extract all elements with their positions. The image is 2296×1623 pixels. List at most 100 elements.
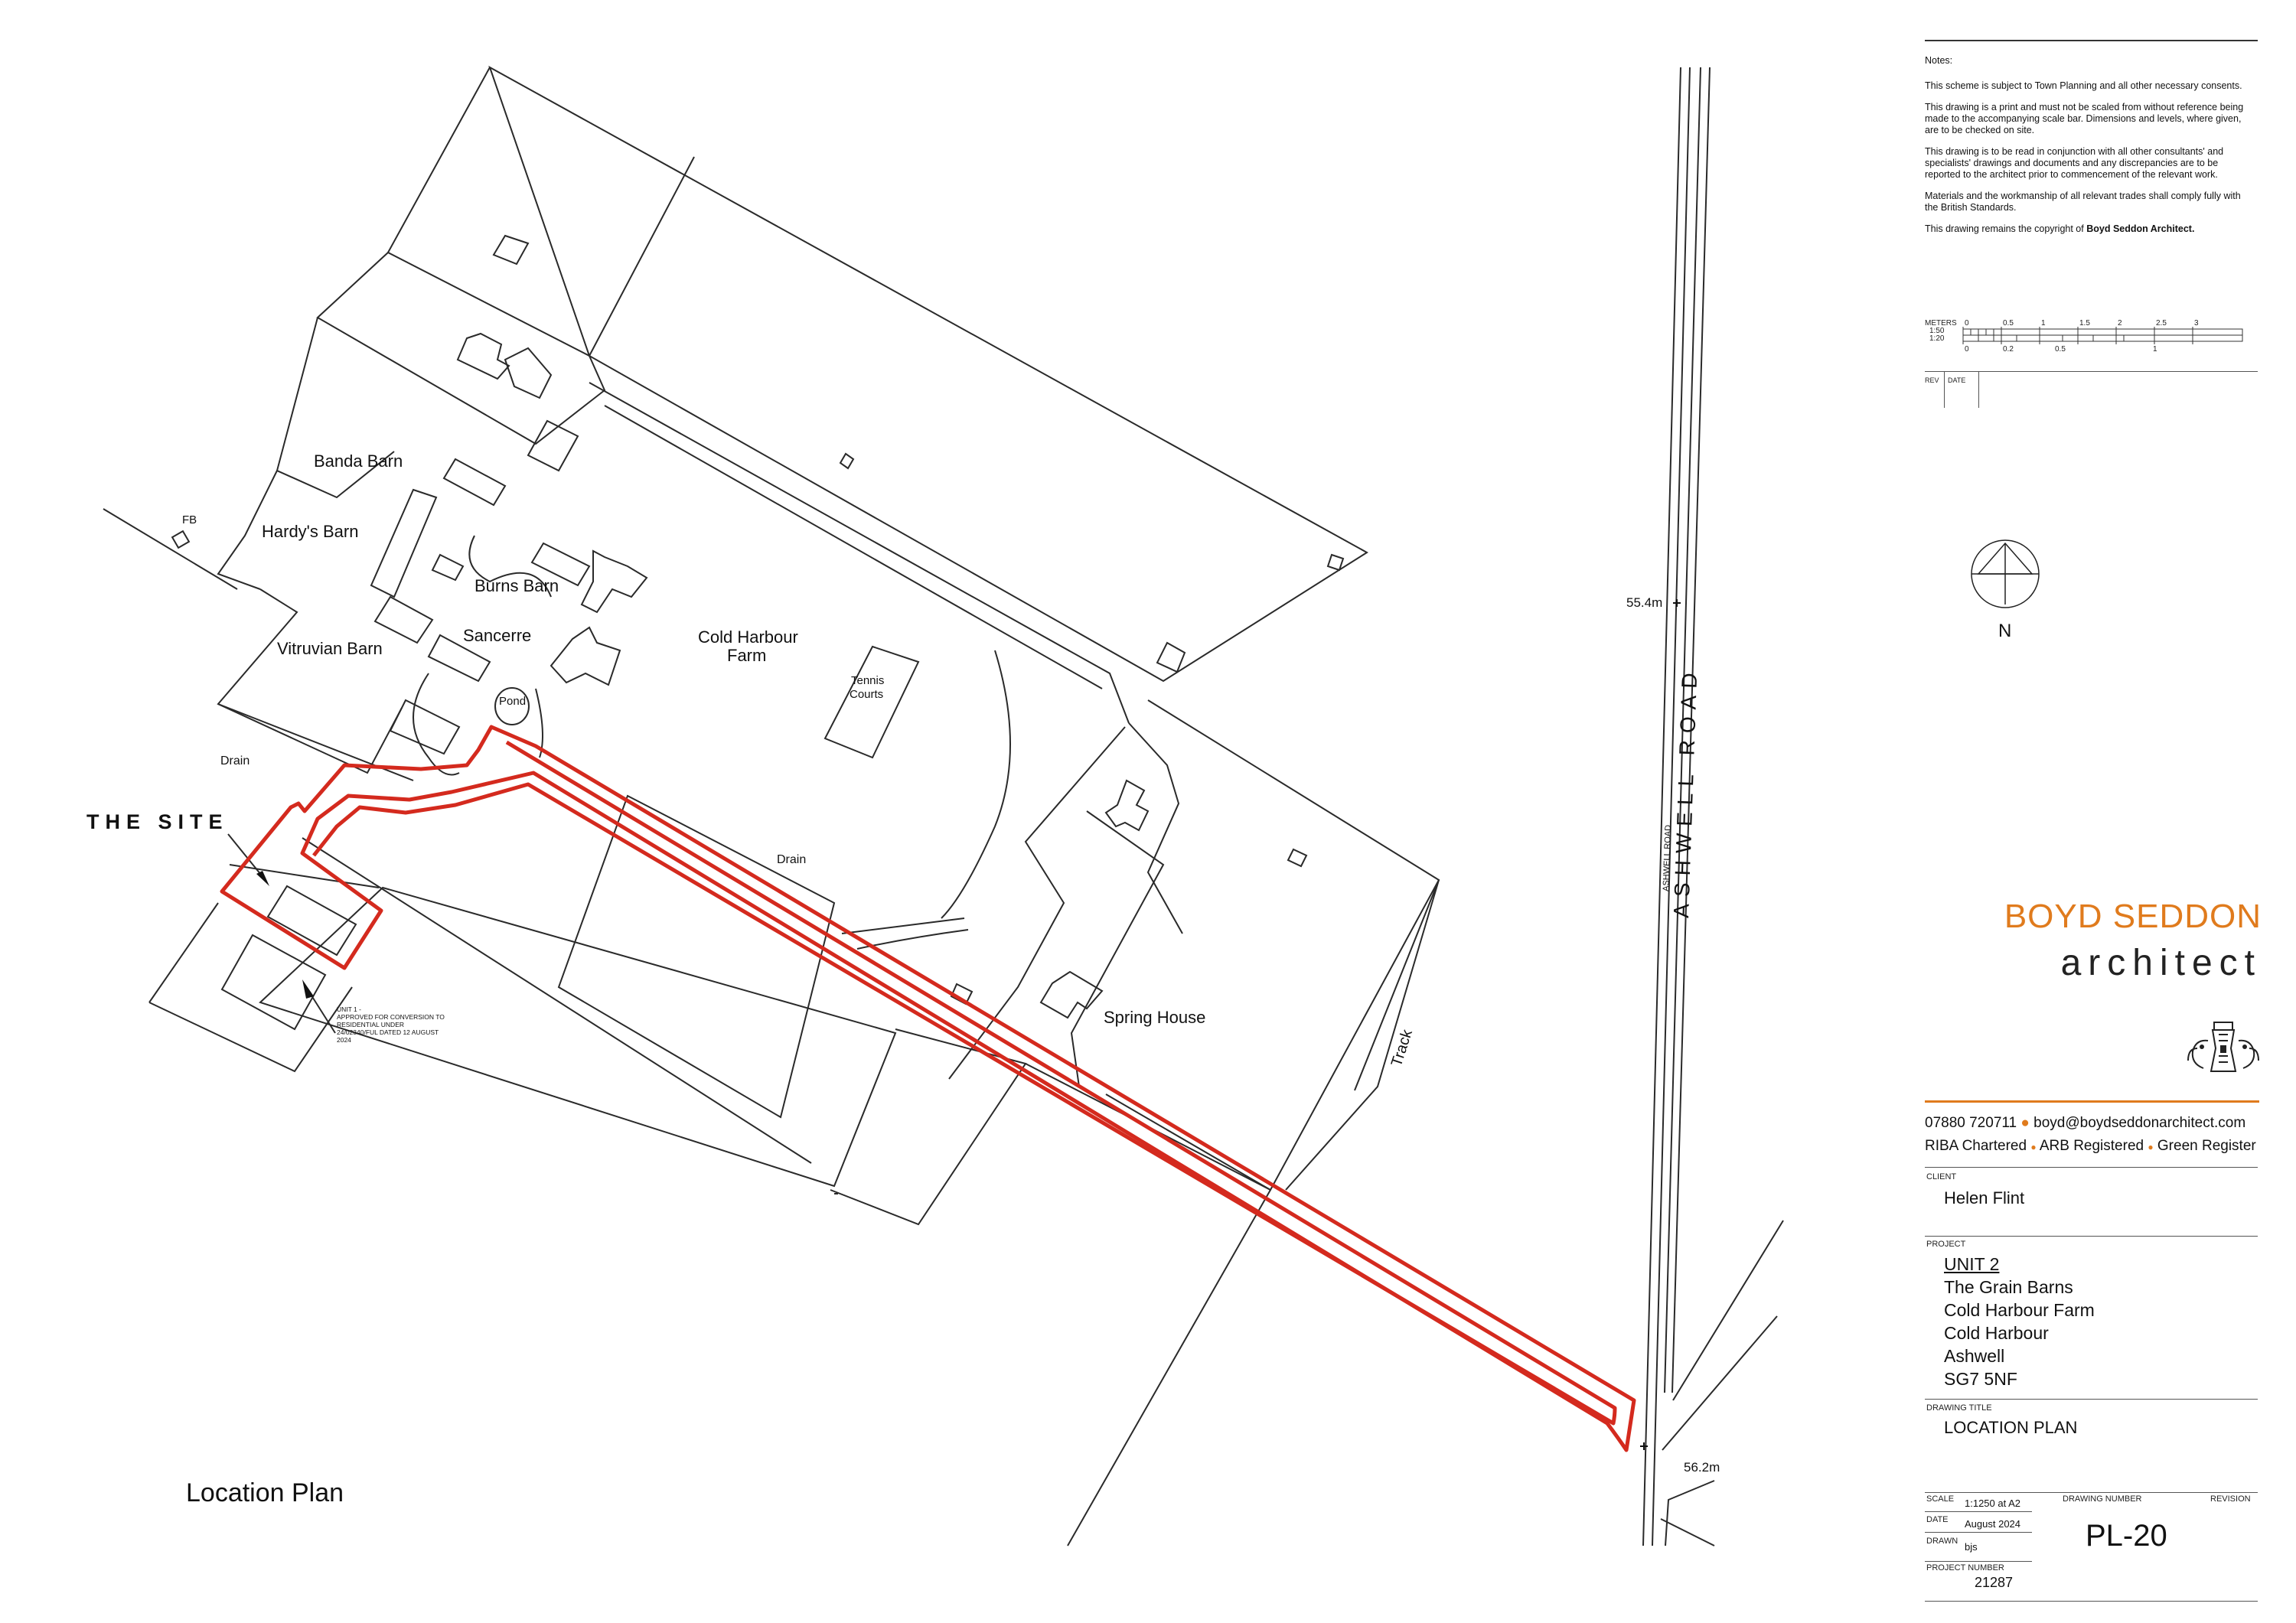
tennis-courts (823, 645, 920, 759)
scale-top-05: 0.5 (2003, 319, 2014, 328)
field-boundary (387, 67, 491, 253)
field-boundary (557, 794, 836, 1119)
drawnum-label: DRAWING NUMBER (2063, 1494, 2142, 1504)
building (373, 595, 434, 644)
brand-name: BOYD SEDDON (2004, 898, 2262, 935)
building (427, 634, 491, 683)
building (492, 234, 530, 266)
courtyard-loop (413, 673, 460, 776)
note-3: This drawing is to be read in conjunctio… (1925, 146, 2224, 180)
projnum-value: 21287 (1975, 1575, 2014, 1590)
building (550, 626, 621, 686)
revision-label: REVISION (2210, 1494, 2251, 1504)
track-edge (604, 405, 1103, 689)
land-curve (941, 650, 1011, 919)
scale-meters: METERS (1925, 319, 1957, 328)
plot-boundary (1070, 810, 1165, 1087)
plot-boundary (217, 470, 278, 590)
field-boundary (589, 156, 695, 357)
reg-green: Green Register (2157, 1138, 2256, 1154)
scale-r2: 1:20 (1929, 334, 1945, 343)
label-track: Track (1388, 1027, 1416, 1069)
road-edge (1660, 1518, 1715, 1546)
note-2: This drawing is a print and must not be … (1925, 102, 2244, 135)
reg-riba: RIBA Chartered (1925, 1138, 2027, 1154)
site-arrow-line (227, 833, 265, 879)
site-boundary-inner (312, 740, 1617, 1426)
drawing-title-label: DRAWING TITLE (1926, 1403, 1992, 1413)
label-the-site: THE SITE (86, 810, 229, 833)
label-unit1-1: UNIT 1 - (337, 1005, 361, 1013)
field-boundary (148, 902, 219, 1003)
footbridge (171, 530, 191, 549)
road-edge (1652, 67, 1691, 1546)
label-cold-harbour-2: Farm (727, 646, 766, 665)
scale-bot-02: 0.2 (2003, 345, 2014, 354)
plot-boundary (103, 508, 238, 590)
courtyard-loop (468, 535, 552, 598)
label-unit1-3: RESIDENTIAL UNDER (337, 1021, 404, 1028)
building (504, 347, 553, 399)
plot-boundary (316, 251, 606, 445)
plot-boundary (217, 588, 403, 774)
field-boundary (488, 65, 1368, 683)
crest-logo (2187, 1022, 2259, 1072)
titleblock-top-rule (1925, 40, 2258, 41)
unit1-arrow-head (302, 979, 314, 999)
table-top-rule (1925, 1492, 2258, 1493)
label-drain-west: Drain (220, 754, 249, 768)
bullet-icon: ● (2020, 1115, 2030, 1131)
label-tennis-2: Courts (850, 688, 883, 701)
scale-top-15: 1.5 (2079, 319, 2090, 328)
rev-divider (1978, 371, 1979, 408)
label-level-south: 56.2m (1684, 1460, 1720, 1475)
building (1039, 970, 1104, 1019)
scale-r1: 1:50 (1929, 327, 1945, 335)
client-label: CLIENT (1926, 1172, 1957, 1181)
rev-label: REV (1925, 376, 1939, 384)
project-rule (1925, 1236, 2258, 1237)
scale-top-25: 2.5 (2156, 319, 2167, 328)
label-drain-mid: Drain (777, 853, 806, 866)
field-boundary (1067, 1189, 1271, 1546)
scale-label: SCALE (1926, 1494, 1955, 1504)
rev-date-label: DATE (1948, 376, 1966, 384)
date-label: DATE (1926, 1515, 1949, 1524)
building (370, 488, 438, 598)
field-boundary (1285, 879, 1440, 1191)
road-edge (1672, 1220, 1784, 1401)
scale-top-3: 3 (2194, 319, 2199, 328)
label-spring-house: Spring House (1104, 1008, 1205, 1027)
note-4: Materials and the workmanship of all rel… (1925, 191, 2241, 213)
field-boundary (1354, 879, 1440, 1091)
client-value: Helen Flint (1944, 1188, 2025, 1207)
scale-value: 1:1250 at A2 (1965, 1498, 2021, 1509)
drawn-row-rule (1925, 1561, 2032, 1562)
registrations-line: RIBA Chartered ● ARB Registered ● Green … (1925, 1138, 2256, 1155)
label-level-north: 55.4m (1626, 595, 1662, 610)
field-boundary (302, 837, 812, 1164)
label-burns-barn: Burns Barn (475, 576, 559, 595)
north-arrow: N (1971, 539, 2040, 641)
scale-top-2: 2 (2118, 319, 2122, 328)
building (389, 699, 461, 755)
level-marker (1673, 599, 1681, 607)
scale-bot-0: 0 (1965, 345, 1969, 354)
rev-rule (1925, 371, 2258, 372)
label-ashwell-road-small: ASHWELL ROAD (1662, 825, 1673, 891)
table-bottom-rule (1925, 1601, 2258, 1602)
label-unit1-4: 24/02340/FUL DATED 12 AUGUST (337, 1028, 439, 1036)
rev-divider (1944, 371, 1945, 408)
road-edge (1664, 67, 1701, 1393)
project-line-3: Cold Harbour Farm (1944, 1300, 2095, 1320)
field-boundary (229, 864, 380, 888)
building (527, 419, 579, 472)
label-sancerre: Sancerre (463, 626, 531, 645)
note-1: This scheme is subject to Town Planning … (1925, 80, 2242, 91)
label-unit1-2: APPROVED FOR CONVERSION TO (337, 1013, 445, 1021)
label-vitruvian-barn: Vitruvian Barn (277, 639, 383, 658)
label-hardys-barn: Hardy's Barn (262, 522, 358, 541)
project-line-4: Cold Harbour (1944, 1323, 2049, 1343)
bullet-icon: ● (2148, 1142, 2154, 1152)
label-location-plan: Location Plan (186, 1478, 344, 1507)
